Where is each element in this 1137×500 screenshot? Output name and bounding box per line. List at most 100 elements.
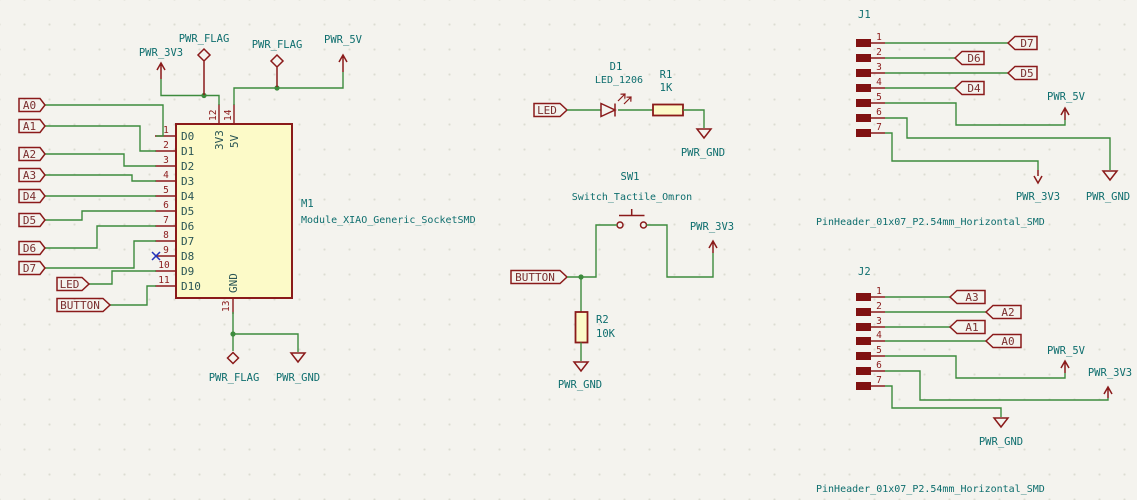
wire-a3[interactable] xyxy=(45,174,156,182)
wire-r1-gnd[interactable] xyxy=(683,109,705,128)
wire-d6[interactable] xyxy=(45,225,156,249)
wire-a1[interactable] xyxy=(45,125,156,152)
wire-button[interactable] xyxy=(110,285,156,306)
j1-pins[interactable] xyxy=(871,42,885,134)
component-led-d1[interactable]: D1 LED_1206 xyxy=(595,61,643,118)
global-label-j1-d4[interactable]: D4 xyxy=(953,80,985,96)
power-symbol-pwrgnd-led[interactable]: PWR_GND xyxy=(681,128,725,159)
switch-contact[interactable] xyxy=(639,221,648,229)
header-pad[interactable] xyxy=(856,337,871,345)
led-value[interactable]: LED_1206 xyxy=(595,75,643,86)
wire-d7[interactable] xyxy=(45,240,156,269)
led-ref[interactable]: D1 xyxy=(610,61,623,73)
led-symbol[interactable] xyxy=(600,102,617,118)
global-label-j2-a0[interactable]: A0 xyxy=(984,333,1022,349)
header-pad[interactable] xyxy=(856,84,871,92)
power-symbol-pwrgnd-j2[interactable]: PWR_GND xyxy=(979,417,1023,448)
wire-3v3-rail[interactable] xyxy=(160,79,220,105)
header-pad[interactable] xyxy=(856,382,871,390)
global-label-j2-a3[interactable]: A3 xyxy=(948,289,986,305)
wire-gnd-2[interactable] xyxy=(233,333,299,352)
global-label-a2[interactable]: A2 xyxy=(18,146,46,162)
component-connector-j2[interactable]: J2 1 2 3 4 5 6 7 PinHeader_01x07_P2.54mm… xyxy=(816,266,1045,495)
global-label-d4[interactable]: D4 xyxy=(18,188,46,204)
module-ref[interactable]: M1 xyxy=(301,198,314,210)
r2-value[interactable]: 10K xyxy=(596,328,616,340)
header-pad[interactable] xyxy=(856,114,871,122)
power-symbol-pwrflag-2[interactable]: PWR_FLAG xyxy=(252,39,303,87)
module-value[interactable]: Module_XIAO_Generic_SocketSMD xyxy=(301,215,476,226)
header-pad[interactable] xyxy=(856,39,871,47)
component-module-xiao[interactable]: M1 Module_XIAO_Generic_SocketSMD 1 2 3 4… xyxy=(151,104,476,314)
header-pad[interactable] xyxy=(856,323,871,331)
wire-j2-7[interactable] xyxy=(885,385,1002,417)
component-resistor-r2[interactable]: R2 10K xyxy=(574,311,616,344)
wire-j2-5[interactable] xyxy=(885,355,1066,379)
global-label-j1-d6[interactable]: D6 xyxy=(953,50,985,66)
module-body[interactable] xyxy=(175,123,293,299)
power-symbol-pwr5v-top[interactable]: PWR_5V xyxy=(324,34,363,72)
component-resistor-r1[interactable]: R1 1K xyxy=(652,69,684,117)
global-label-led-module[interactable]: LED xyxy=(56,276,91,292)
j2-footprint[interactable]: PinHeader_01x07_P2.54mm_Horizontal_SMD xyxy=(816,484,1045,495)
power-symbol-pwr3v3-j1[interactable]: PWR_3V3 xyxy=(1016,170,1060,203)
j1-ref[interactable]: J1 xyxy=(858,9,871,21)
j2-pins[interactable] xyxy=(871,296,885,387)
wire-a0[interactable] xyxy=(45,104,164,137)
power-symbol-pwr3v3-top[interactable]: PWR_3V3 xyxy=(139,47,183,79)
wire-j1-6[interactable] xyxy=(885,117,1111,170)
global-label-d5[interactable]: D5 xyxy=(18,212,46,228)
header-pad[interactable] xyxy=(856,54,871,62)
module-left-pins[interactable] xyxy=(155,135,176,287)
global-label-led-circuit[interactable]: LED xyxy=(533,102,569,118)
header-pad[interactable] xyxy=(856,129,871,137)
j2-ref[interactable]: J2 xyxy=(858,266,871,278)
r1-value[interactable]: 1K xyxy=(660,82,673,94)
global-label-j2-a2[interactable]: A2 xyxy=(984,304,1022,320)
wire-j2-6[interactable] xyxy=(885,370,1109,401)
wire-5v-rail[interactable] xyxy=(233,72,344,105)
global-label-d6[interactable]: D6 xyxy=(18,240,46,256)
global-label-button-circuit[interactable]: BUTTON xyxy=(510,269,569,285)
global-label-a3[interactable]: A3 xyxy=(18,167,46,183)
wire-button-sw[interactable] xyxy=(567,224,617,278)
no-connect-icon[interactable] xyxy=(151,251,161,261)
power-symbol-pwrgnd-module[interactable]: PWR_GND xyxy=(276,352,320,384)
global-label-j2-a1[interactable]: A1 xyxy=(948,319,986,335)
wire-d5[interactable] xyxy=(45,210,156,221)
global-label-d7[interactable]: D7 xyxy=(18,260,46,276)
global-label-button-module[interactable]: BUTTON xyxy=(56,297,112,313)
power-symbol-pwr3v3-j2[interactable]: PWR_3V3 xyxy=(1088,367,1132,398)
power-symbol-pwrflag-1[interactable]: PWR_FLAG xyxy=(179,33,230,95)
wire-j1-5[interactable] xyxy=(885,102,1066,126)
power-symbol-pwrgnd-j1[interactable]: PWR_GND xyxy=(1086,170,1130,203)
resistor-body[interactable] xyxy=(574,311,589,344)
switch-actuator[interactable] xyxy=(619,209,645,217)
component-switch-sw1[interactable]: SW1 Switch_Tactile_Omron xyxy=(572,171,692,229)
header-pad[interactable] xyxy=(856,367,871,375)
global-label-j1-d7[interactable]: D7 xyxy=(1006,35,1038,51)
wire-led[interactable] xyxy=(89,270,156,285)
wire-j1-7[interactable] xyxy=(885,132,1039,170)
module-power-pins[interactable] xyxy=(218,104,235,314)
header-pad[interactable] xyxy=(856,352,871,360)
sw1-ref[interactable]: SW1 xyxy=(621,171,640,183)
header-pad[interactable] xyxy=(856,99,871,107)
header-pad[interactable] xyxy=(856,308,871,316)
switch-contact[interactable] xyxy=(616,221,624,229)
component-connector-j1[interactable]: J1 1 2 3 4 5 6 7 PinHeader_01x07_P2.54mm… xyxy=(816,9,1045,228)
j1-footprint[interactable]: PinHeader_01x07_P2.54mm_Horizontal_SMD xyxy=(816,217,1045,228)
sw1-value[interactable]: Switch_Tactile_Omron xyxy=(572,192,692,203)
power-symbol-pwrflag-gnd[interactable]: PWR_FLAG xyxy=(209,351,260,385)
r2-ref[interactable]: R2 xyxy=(596,314,609,326)
power-symbol-pwr5v-j2[interactable]: PWR_5V xyxy=(1047,345,1086,373)
global-label-a1[interactable]: A1 xyxy=(18,118,46,134)
r1-ref[interactable]: R1 xyxy=(660,69,673,81)
power-symbol-pwrgnd-button[interactable]: PWR_GND xyxy=(558,361,602,391)
global-label-a0[interactable]: A0 xyxy=(18,97,46,113)
wire-a2[interactable] xyxy=(45,153,156,167)
power-symbol-pwr3v3-sw[interactable]: PWR_3V3 xyxy=(690,221,734,253)
power-symbol-pwr5v-j1[interactable]: PWR_5V xyxy=(1047,91,1086,120)
wire-sw-3v3[interactable] xyxy=(646,224,714,278)
